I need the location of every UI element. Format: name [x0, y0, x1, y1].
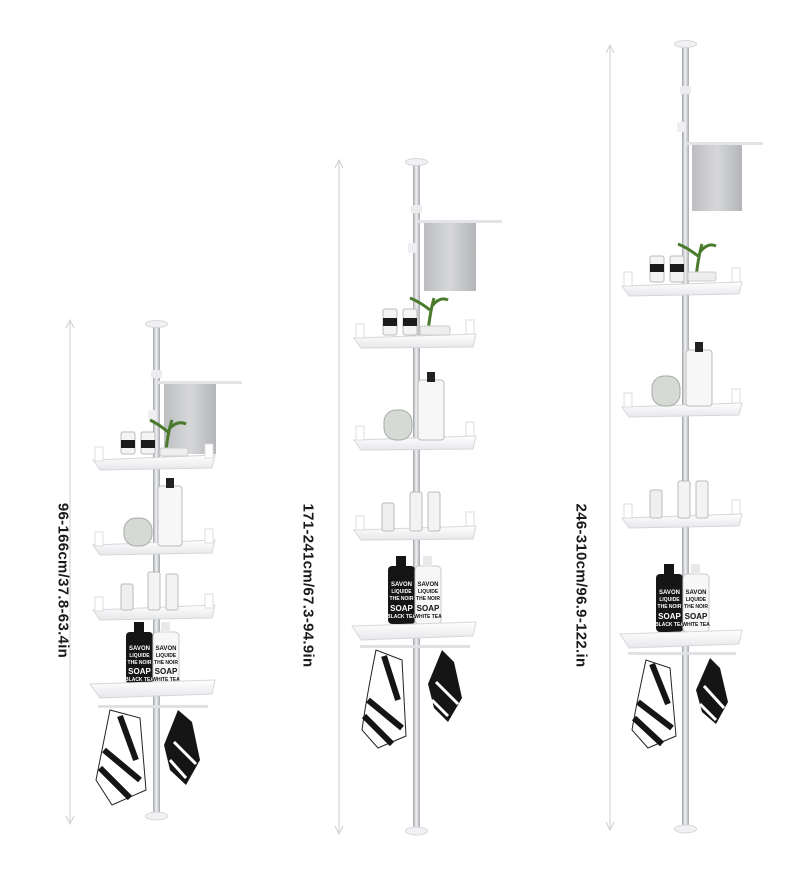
towel-bar: [158, 381, 242, 384]
bottle-label-line4: SOAP: [685, 612, 708, 621]
corner-shelf-3: [92, 571, 216, 621]
ceiling-cap: [145, 320, 168, 328]
bottle-label-line3: THE NOIR: [684, 604, 708, 610]
corner-shelf-4: [351, 621, 477, 648]
bottle-label-line1: SAVON: [659, 590, 680, 596]
bottle-label-line1: SAVON: [418, 582, 439, 588]
bottle-label-line2: LIQUIDE: [659, 597, 680, 603]
corner-shelf-3: [621, 480, 743, 529]
bottle-label-line5: WHITE TEA: [682, 622, 710, 628]
size-label-medium: 171-241cm/67.3-94.9in: [299, 503, 317, 668]
bottle-label-line3: THE NOIR: [416, 596, 440, 602]
corner-shelf-2: [92, 478, 216, 556]
towel-bar: [687, 142, 763, 145]
bottle-label-line5: BLACK TEA: [125, 677, 154, 683]
corner-shelf-2: [621, 342, 743, 418]
bottle-label-line3: THE NOIR: [128, 660, 152, 666]
bottle-label-line5: WHITE TEA: [414, 614, 442, 620]
bottle-label-line4: SOAP: [417, 604, 440, 613]
caddy-tall: SAVON LIQUIDE THE NOIR SOAP BLACK TEA SA…: [605, 40, 763, 834]
hanging-towel-left: [361, 649, 407, 749]
caddy-small: SAVON LIQUIDE THE NOIR SOAP BLACK TEA SA…: [65, 318, 242, 826]
bottle-label-line2: LIQUIDE: [156, 653, 177, 659]
hanging-towel-right: [428, 650, 462, 722]
bottle-label-line2: LIQUIDE: [129, 653, 150, 659]
towel-bar: [418, 220, 502, 223]
hand-towel: [692, 145, 742, 211]
bottle-label-line2: LIQUIDE: [391, 589, 412, 595]
bottle-label-line5: BLACK TEA: [655, 622, 684, 628]
floor-cap: [145, 811, 168, 821]
hanging-towel-left: [631, 659, 677, 749]
bottle-label-line3: THE NOIR: [658, 604, 682, 610]
floor-cap: [674, 824, 697, 834]
caddy-medium: SAVON LIQUIDE THE NOIR SOAP BLACK TEA SA…: [334, 158, 502, 836]
size-label-tall: 246-310cm/96.9-122.in: [572, 503, 590, 668]
bottle-label-line4: SOAP: [390, 604, 413, 613]
bottle-label-line2: LIQUIDE: [686, 597, 707, 603]
hanging-towel-right: [164, 710, 200, 785]
bottle-label-line4: SOAP: [658, 612, 681, 621]
ceiling-cap: [674, 40, 697, 48]
bottle-label-line1: SAVON: [156, 646, 177, 652]
bottle-label-line1: SAVON: [129, 646, 150, 652]
hanging-towel-right: [696, 658, 728, 724]
bottle-label-line3: THE NOIR: [154, 660, 178, 666]
bottle-label-line3: THE NOIR: [390, 596, 414, 602]
tension-pole: [682, 47, 689, 829]
hand-towel: [164, 384, 216, 454]
soap-bottle-white: SAVON LIQUIDE THE NOIR SOAP WHITE TEA: [152, 622, 180, 685]
soap-bottle-black: SAVON LIQUIDE THE NOIR SOAP BLACK TEA: [125, 622, 154, 684]
corner-shelf-4: [619, 629, 743, 655]
floor-cap: [405, 826, 428, 836]
bottle-label-line4: SOAP: [155, 667, 178, 676]
bottle-label-line4: SOAP: [128, 667, 151, 676]
corner-shelf-1: [353, 296, 477, 349]
corner-shelf-1: [92, 418, 216, 471]
bottle-label-line1: SAVON: [391, 582, 412, 588]
corner-shelf-1: [621, 242, 743, 297]
soap-bottle-black: SAVON LIQUIDE THE NOIR SOAP BLACK TEA: [387, 556, 416, 624]
corner-shelf-4: [89, 679, 216, 708]
soap-bottle-white: SAVON LIQUIDE THE NOIR SOAP WHITE TEA: [414, 556, 442, 625]
ceiling-cap: [405, 158, 428, 166]
corner-shelf-3: [353, 491, 477, 541]
hand-towel: [424, 223, 476, 291]
size-label-small: 96-166cm/37.8-63.4in: [54, 502, 72, 659]
soap-bottle-white: SAVON LIQUIDE THE NOIR SOAP WHITE TEA: [682, 564, 710, 633]
tension-pole: [153, 326, 160, 816]
bottle-label-line2: LIQUIDE: [418, 589, 439, 595]
hanging-towel-left: [95, 709, 147, 806]
bottle-label-line5: BLACK TEA: [387, 614, 416, 620]
soap-bottle-black: SAVON LIQUIDE THE NOIR SOAP BLACK TEA: [655, 564, 684, 632]
corner-shelf-2: [353, 372, 477, 451]
bottle-label-line1: SAVON: [686, 590, 707, 596]
bottle-label-line5: WHITE TEA: [152, 677, 180, 683]
